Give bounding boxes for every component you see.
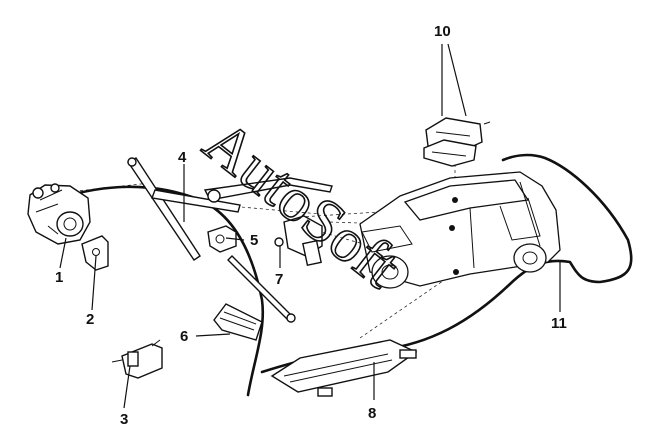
part-3-sensor: [111, 339, 163, 379]
vehicle-marker: [453, 269, 459, 275]
callout-1: 1: [55, 269, 63, 286]
callout-11: 11: [551, 315, 567, 332]
callout-5: 5: [250, 232, 258, 249]
callout-10: 10: [434, 23, 451, 40]
vehicle-suv: [359, 171, 561, 289]
leader-lines: [59, 43, 561, 409]
part-1-actuator: [27, 183, 91, 245]
part-6-switch: [213, 303, 263, 341]
part-8-control-unit: [270, 339, 418, 397]
part-7-lock-actuator: [274, 215, 323, 267]
part-2-bracket: [81, 235, 109, 271]
part-4-linkage: [126, 157, 333, 323]
callout-3: 3: [120, 411, 128, 428]
part-10-modules: [423, 117, 491, 167]
callout-7: 7: [275, 271, 283, 288]
vehicle-marker: [449, 225, 455, 231]
callout-labels: 1 2 3 4 5 6 7 8 10 11: [55, 23, 567, 428]
wiring-harness-left: [62, 185, 265, 397]
callout-2: 2: [86, 311, 94, 328]
part-5-clip: [207, 225, 237, 253]
callout-8: 8: [368, 405, 376, 422]
vehicle-marker: [452, 197, 458, 203]
callout-6: 6: [180, 328, 188, 345]
callout-4: 4: [178, 149, 187, 166]
